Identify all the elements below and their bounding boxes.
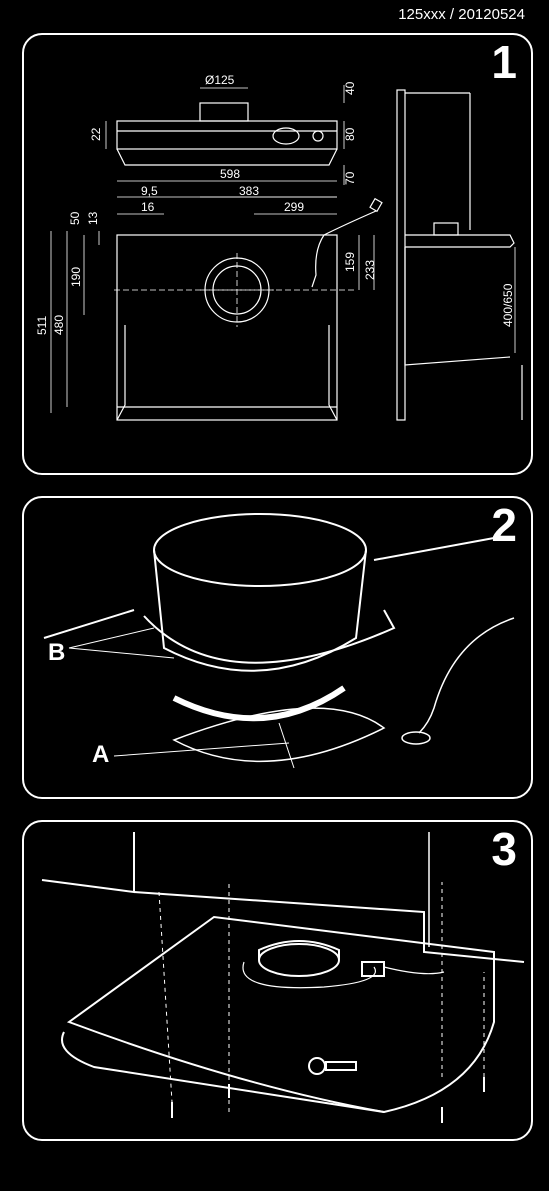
cabinet-left — [41, 832, 135, 894]
hood-side-top — [405, 234, 515, 248]
cable-connector — [361, 961, 385, 977]
ceiling-line-right — [373, 537, 495, 561]
step-number-3: 3 — [491, 823, 517, 875]
light-switch-front — [312, 130, 324, 142]
duct-ring-wall — [153, 549, 367, 672]
dim-40: 40 — [343, 81, 357, 95]
dim-511: 511 — [35, 316, 49, 335]
hood-front-strip — [116, 120, 338, 150]
dim-383: 383 — [239, 184, 259, 198]
dim-13: 13 — [86, 211, 100, 225]
ceiling-line-left — [43, 609, 135, 639]
dimension-drawing: Ø125 598 9,5 383 16 299 22 40 80 70 50 1… — [35, 73, 523, 421]
step-3-panel: 3 — [22, 820, 533, 1141]
plug — [369, 197, 383, 213]
mounting-plate — [172, 707, 386, 763]
cable-right — [418, 617, 515, 734]
hood-side-body — [404, 247, 511, 366]
cabinet-edge — [133, 891, 525, 963]
step-1-panel: 1 — [22, 33, 533, 475]
dim-190: 190 — [69, 267, 83, 287]
dim-16: 16 — [141, 200, 155, 214]
dim-70: 70 — [343, 171, 357, 185]
hood-mounting-illustration — [41, 832, 525, 1123]
callout-a: A — [92, 741, 109, 768]
dim-duct: Ø125 — [205, 73, 235, 87]
dim-22: 22 — [89, 127, 103, 141]
dim-598: 598 — [220, 167, 240, 181]
gasket-a — [172, 685, 346, 722]
dim-480: 480 — [52, 315, 66, 335]
hood-plan-body — [116, 234, 338, 421]
callout-b: B — [48, 639, 65, 666]
document-id: 125xxx / 20120524 — [398, 6, 525, 23]
control-knob — [308, 1057, 326, 1075]
step-number-1: 1 — [491, 36, 517, 88]
dim-80: 80 — [343, 127, 357, 141]
dim-299: 299 — [284, 200, 304, 214]
duct-collar-front — [199, 102, 249, 122]
dim-159: 159 — [343, 252, 357, 272]
duct-collar — [258, 943, 340, 977]
step-number-2: 2 — [491, 499, 517, 551]
dim-400-650: 400/650 — [501, 283, 515, 327]
duct-ring-top — [153, 513, 367, 587]
power-cable — [311, 234, 325, 288]
dim-50: 50 — [68, 211, 82, 225]
wall-side — [396, 89, 406, 421]
duct-ring-illustration: B A — [43, 513, 515, 769]
flange — [143, 609, 396, 664]
step-2-panel: 2 B A — [22, 496, 533, 799]
control-knob-front — [272, 127, 300, 145]
hood-front-lip — [61, 1031, 385, 1113]
dim-233: 233 — [363, 260, 377, 280]
dim-9-5: 9,5 — [141, 184, 158, 198]
